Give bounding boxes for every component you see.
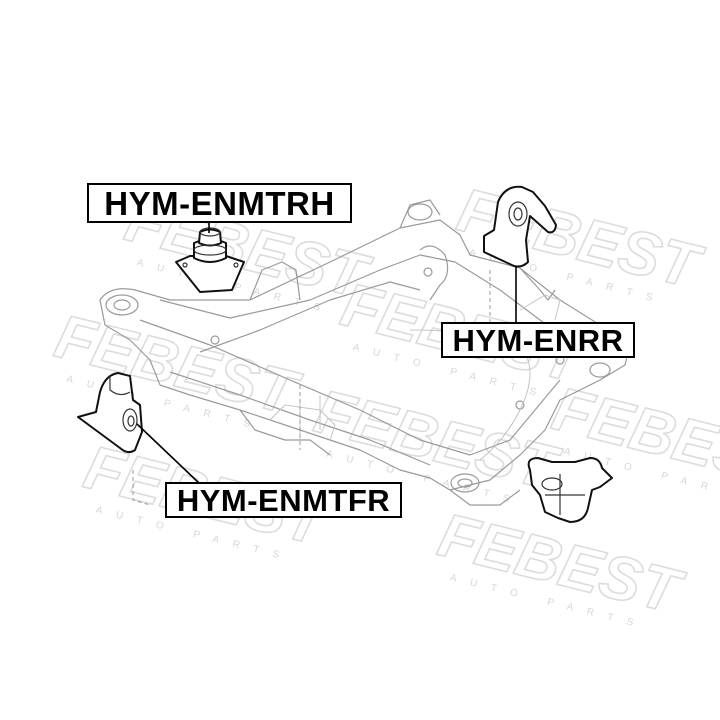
part-number-text: HYM-ENRR [452,322,624,358]
part-label-hym-enrr: HYM-ENRR [441,322,635,358]
part-number-text: HYM-ENMTRH [104,184,335,222]
part-label-hym-enmtfr: HYM-ENMTFR [165,482,402,518]
front-engine-mount-icon [77,372,143,454]
rear-engine-mount-icon [483,185,557,268]
part-number-text: HYM-ENMTFR [176,482,391,518]
transmission-mount-icon [527,457,613,523]
right-hand-engine-mount-icon [175,227,245,293]
part-label-hym-enmtrh: HYM-ENMTRH [87,183,352,223]
